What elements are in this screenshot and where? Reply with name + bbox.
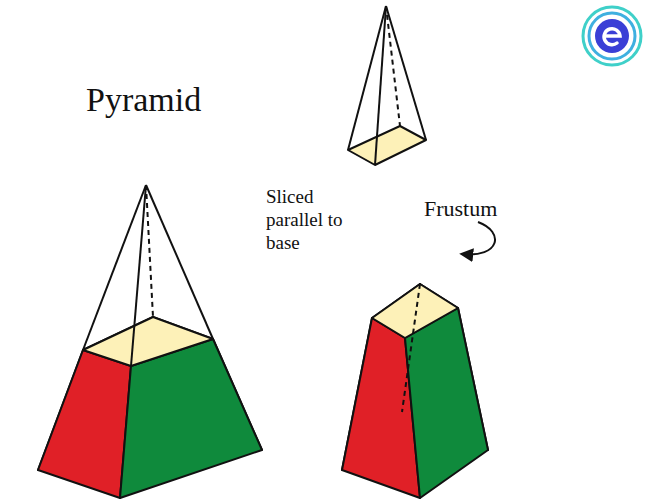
pyramid (38, 185, 262, 498)
part-label: Frustum (424, 196, 534, 221)
note-label: Sliced parallel to base (266, 186, 346, 254)
logo (583, 7, 641, 65)
title-label: Pyramid (86, 80, 246, 119)
pointer-arrow (462, 222, 495, 254)
frustum (342, 284, 488, 498)
sliced-top (348, 6, 426, 165)
